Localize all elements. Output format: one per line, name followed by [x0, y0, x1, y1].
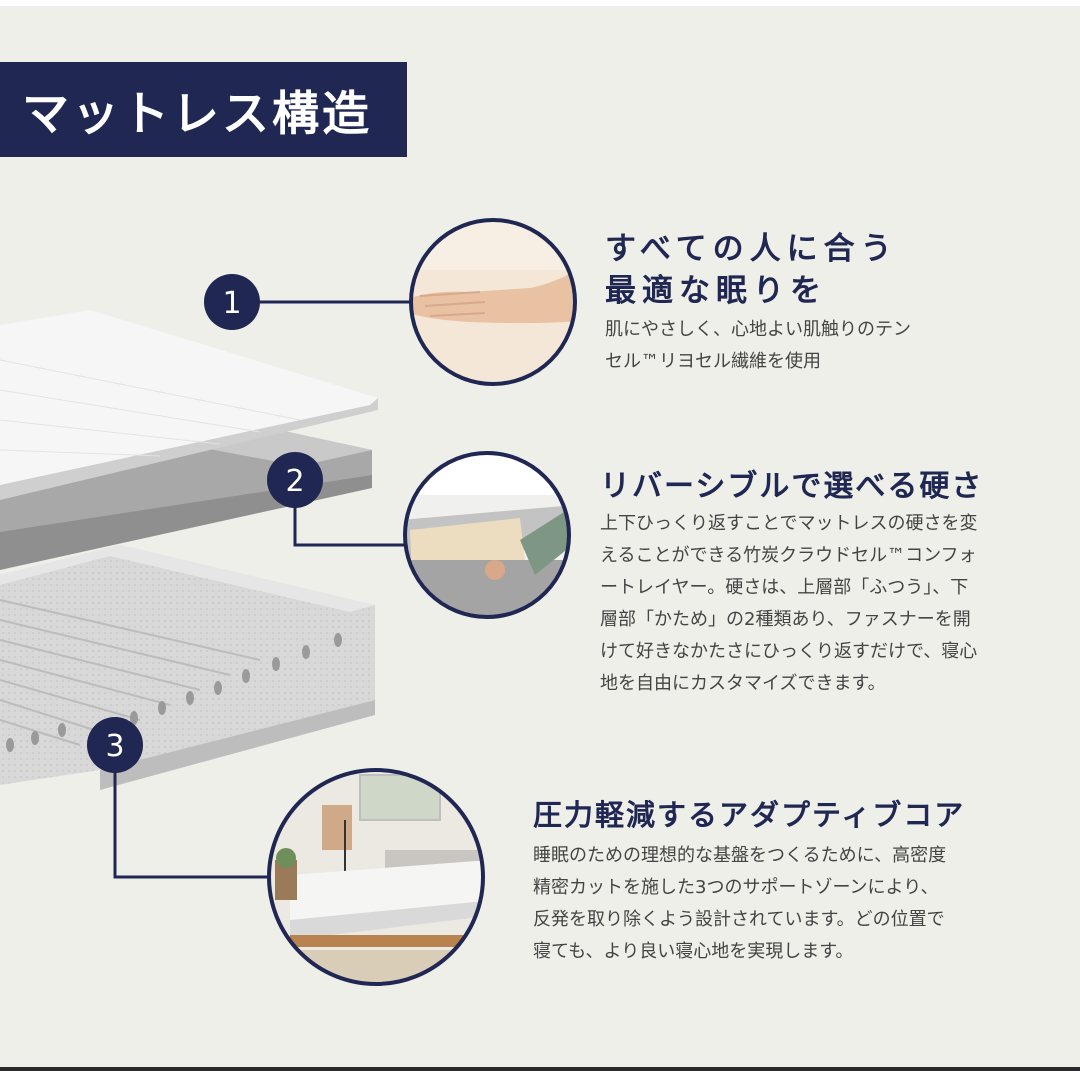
- cover-layer: [0, 310, 378, 500]
- feature-3-desc-line-2: 精密カットを施した3つのサポートゾーンにより、: [533, 877, 939, 898]
- feature-2-desc-line-5: けて好きなかたさにひっくり返すだけで、寝心: [600, 641, 978, 662]
- bedroom-photo: [267, 768, 485, 986]
- bottom-border: [0, 1067, 1080, 1071]
- foam-core-layer: [0, 545, 375, 790]
- page-title: マットレス構造: [22, 87, 372, 142]
- step-badge-3: 3: [87, 717, 143, 773]
- feature-3-desc-line-1: 睡眠のための理想的な基盤をつくるために、高密度: [533, 845, 947, 866]
- feature-3-desc-line-4: 寝ても、より良い寝心地を実現します。: [533, 941, 854, 962]
- feature-3-description: 睡眠のための理想的な基盤をつくるために、高密度 精密カットを施した3つのサポート…: [533, 840, 1033, 968]
- feature-1-description: 肌にやさしく、心地よい肌触りのテン セル™リヨセル繊維を使用: [605, 314, 1025, 378]
- feature-3-desc-line-3: 反発を取り除くよう設計されています。どの位置で: [533, 909, 945, 930]
- reversible-layer-photo: [403, 451, 571, 619]
- step-number-1: 1: [222, 286, 241, 321]
- step-badge-1: 1: [204, 274, 260, 330]
- feature-3-heading: 圧力軽減するアダプティブコア: [533, 798, 966, 832]
- feature-1-heading: すべての人に合う 最適な眠りを: [605, 228, 1025, 312]
- step-badge-2: 2: [267, 452, 323, 508]
- feature-2-desc-line-2: えることができる竹炭クラウドセル™コンフォ: [600, 545, 977, 566]
- step-number-3: 3: [105, 729, 124, 764]
- feature-2-heading: リバーシブルで選べる硬さ: [600, 469, 984, 504]
- feature-1-heading-line-2: 最適な眠りを: [605, 273, 827, 309]
- feature-1-desc-line-2: セル™リヨセル繊維を使用: [605, 351, 821, 372]
- feature-2-desc-line-6: 地を自由にカスタマイズできます。: [600, 673, 886, 694]
- feature-2-desc-line-4: 層部「かため」の2種類あり、ファスナーを開: [600, 609, 971, 630]
- hand-touch-photo: [409, 218, 577, 386]
- top-border: [0, 0, 1080, 6]
- step-number-2: 2: [285, 464, 304, 499]
- feature-2-desc-line-3: ートレイヤー。硬さは、上層部「ふつう」、下: [600, 577, 969, 598]
- feature-2-description: 上下ひっくり返すことでマットレスの硬さを変 えることができる竹炭クラウドセル™コ…: [600, 508, 1040, 700]
- feature-2-desc-line-1: 上下ひっくり返すことでマットレスの硬さを変: [600, 513, 978, 534]
- feature-1-heading-line-1: すべての人に合う: [605, 231, 898, 267]
- title-banner: マットレス構造: [0, 62, 407, 157]
- feature-1-desc-line-1: 肌にやさしく、心地よい肌触りのテン: [605, 319, 911, 340]
